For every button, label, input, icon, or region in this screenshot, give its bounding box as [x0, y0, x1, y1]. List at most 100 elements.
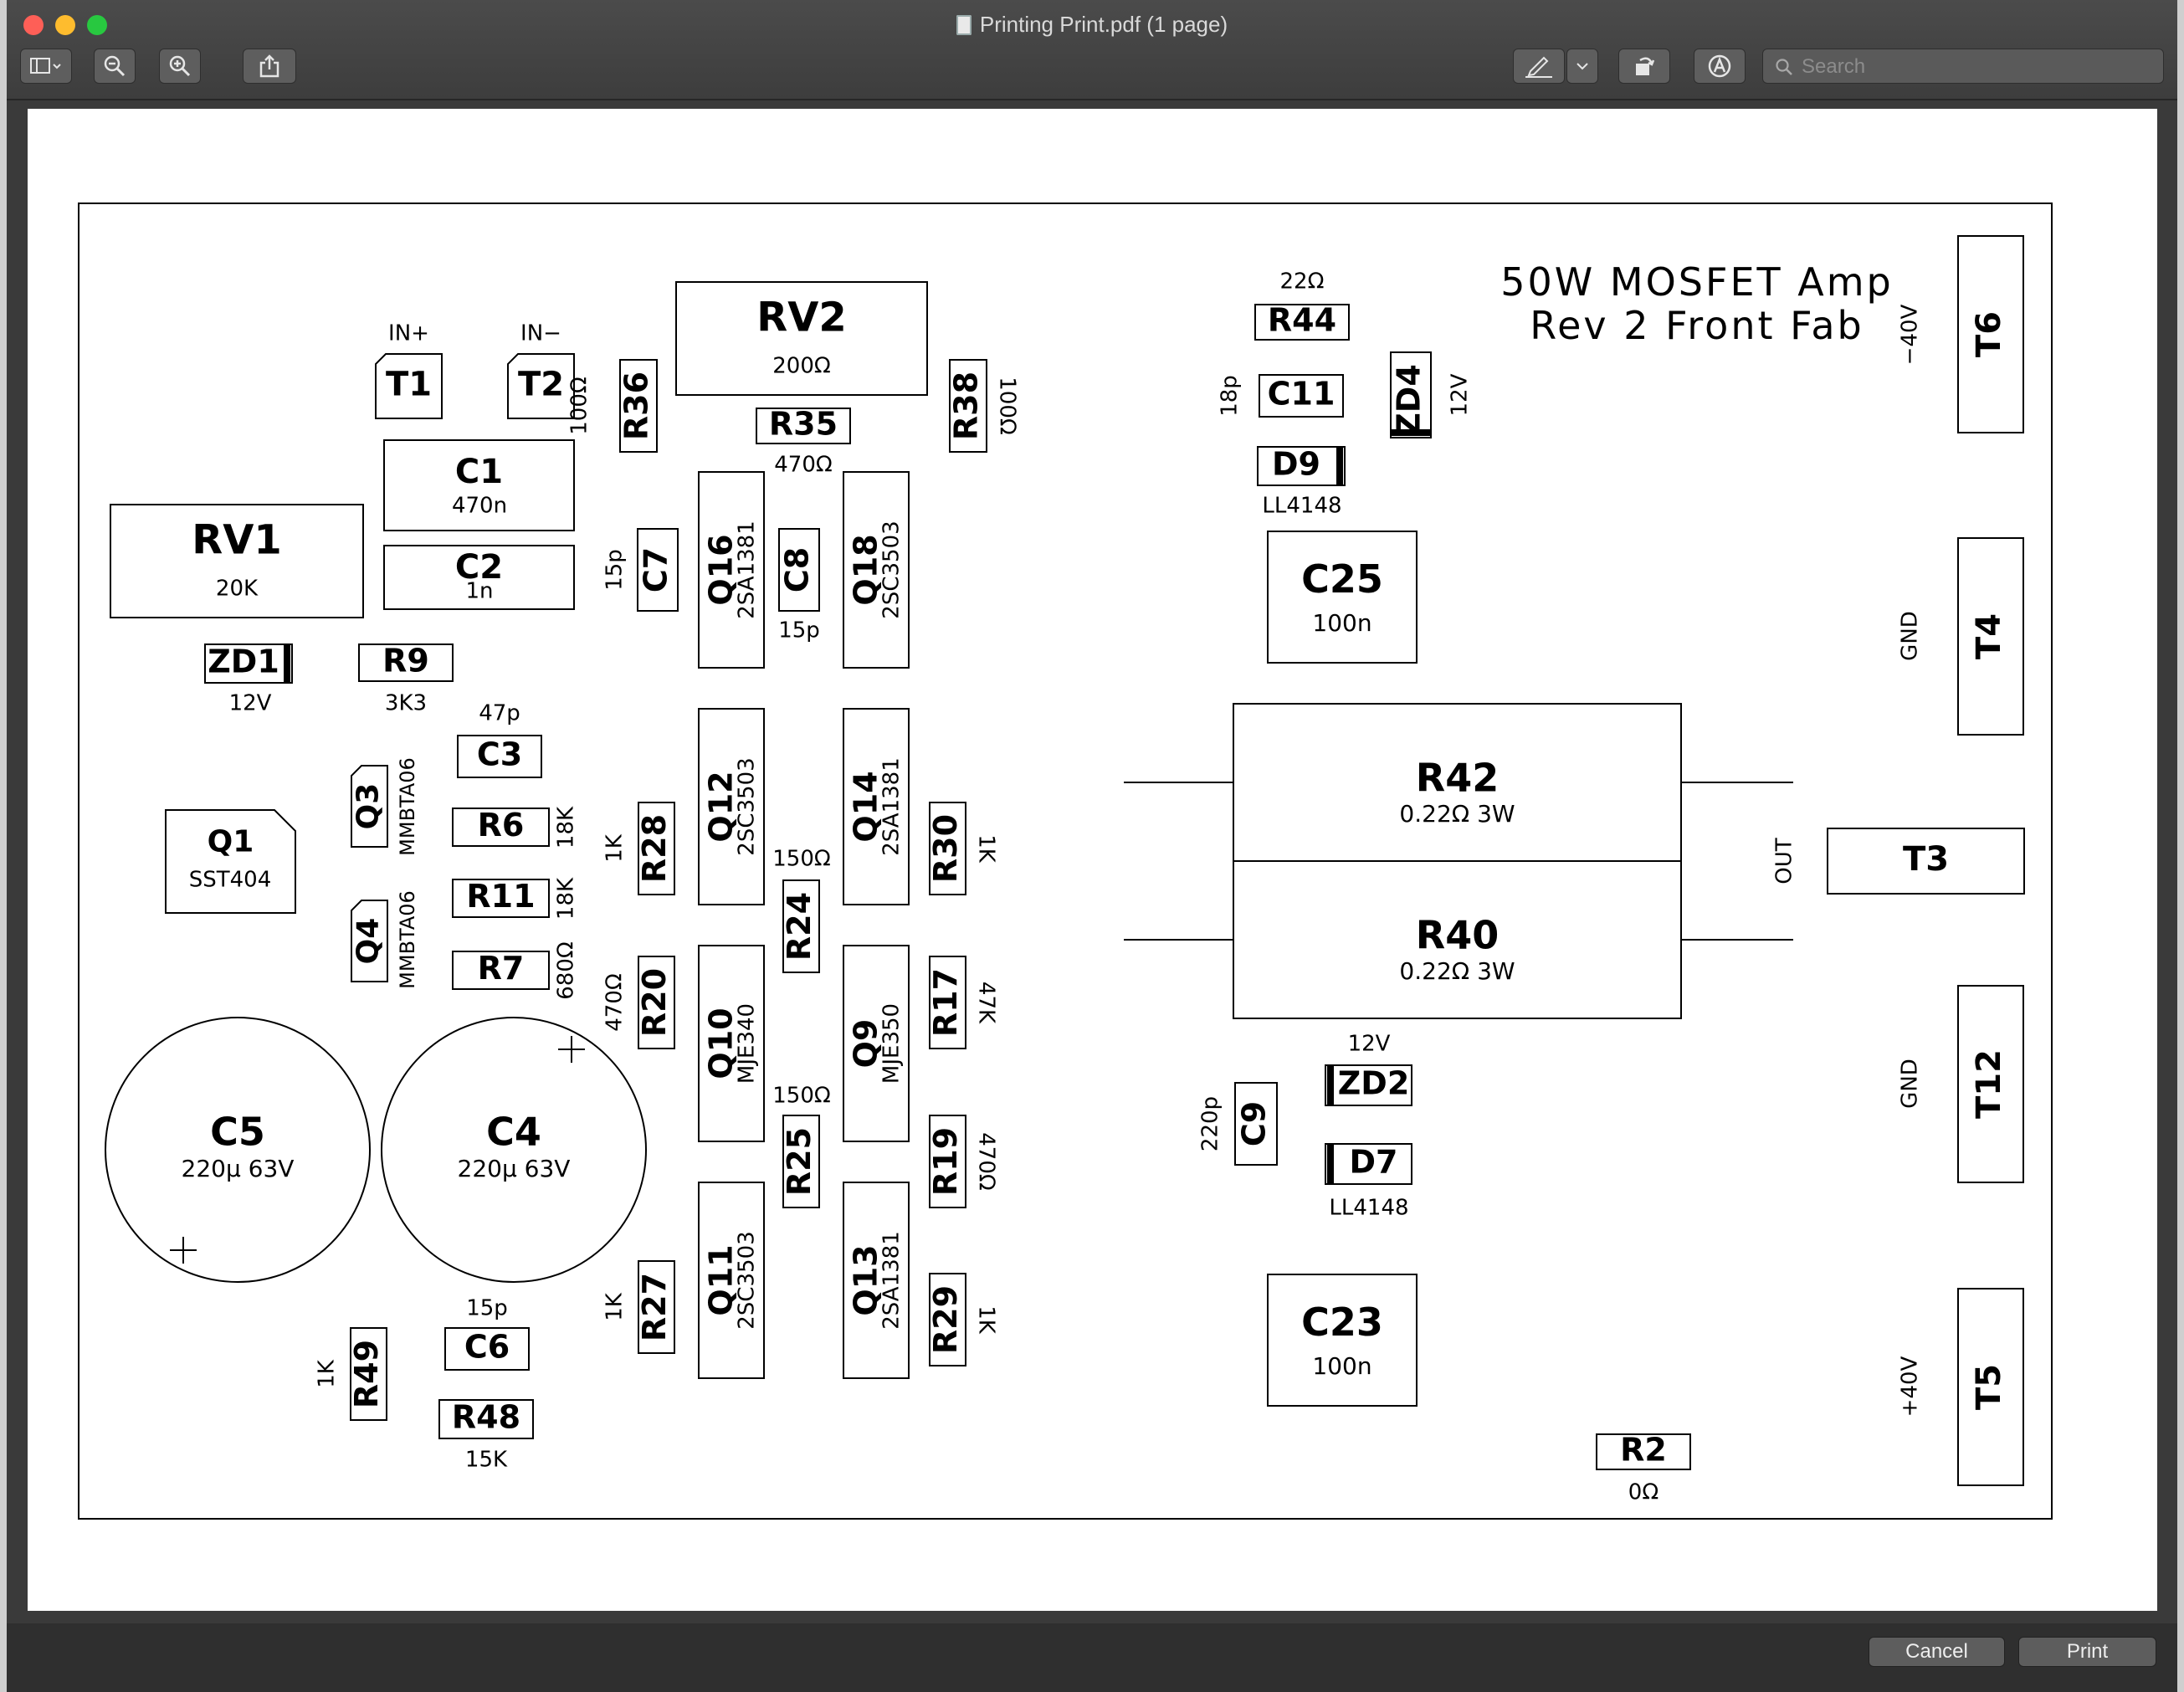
r2-outline [1596, 1433, 1691, 1470]
q16-outline [698, 471, 765, 669]
c4-ref: C4 [486, 1110, 541, 1155]
zd4-cathode-band [1391, 429, 1431, 436]
t12-ref: T12 [1970, 1049, 2008, 1119]
component-r11: R11 18K [452, 877, 579, 920]
zoom-out-button[interactable] [94, 49, 136, 84]
c5-ref: C5 [210, 1110, 265, 1155]
r35-ref: R35 [769, 406, 838, 443]
r27-outline [638, 1260, 675, 1354]
r6-outline [452, 808, 550, 847]
sidebar-toggle-button[interactable] [20, 49, 72, 84]
r30-outline [929, 802, 966, 895]
q11-ref: Q11 [703, 1244, 740, 1315]
zd2-cathode-band [1327, 1065, 1334, 1105]
r44-ref: R44 [1268, 302, 1336, 339]
t6-outline [1957, 235, 2024, 433]
r35-outline [756, 408, 851, 444]
q1-outline [165, 809, 296, 914]
r9-outline [358, 643, 454, 682]
r49-outline [350, 1327, 387, 1421]
c8-value: 15p [778, 618, 820, 643]
r49-value: 1K [315, 1359, 340, 1388]
d7-ref: D7 [1350, 1144, 1398, 1181]
share-button[interactable] [243, 49, 296, 84]
r11-value: 18K [554, 877, 579, 920]
r11-ref: R11 [466, 878, 535, 915]
c4-polarity-mark [558, 1036, 585, 1063]
zd2-outline [1325, 1064, 1412, 1106]
t5-value: +40V [1898, 1356, 1923, 1417]
c2-outline [383, 545, 575, 610]
t12-outline [1957, 985, 2024, 1183]
r7-outline [452, 951, 550, 990]
zd1-value: 12V [229, 691, 272, 716]
annotate-icon [1708, 54, 1731, 78]
c23-outline [1267, 1274, 1418, 1407]
markup-pen-button[interactable] [1513, 49, 1565, 84]
q14-value: 2SA1381 [879, 757, 905, 855]
q13-value: 2SA1381 [879, 1231, 905, 1329]
r2-value: 0Ω [1628, 1480, 1659, 1505]
rotate-button[interactable] [1618, 49, 1670, 84]
zoom-in-button[interactable] [159, 49, 201, 84]
t2-value: IN− [520, 321, 561, 346]
c7-value: 15p [602, 549, 628, 591]
t5-outline [1957, 1288, 2024, 1486]
r17-value: 47K [974, 982, 999, 1024]
c2-ref: C2 [455, 548, 503, 587]
component-r38: R38 100Ω [948, 359, 1020, 453]
component-t6: T6−40V [1898, 235, 2024, 433]
r20-ref: R20 [636, 968, 673, 1037]
r20-outline [638, 956, 675, 1049]
search-field[interactable] [1762, 49, 2164, 84]
d7-cathode-band [1327, 1144, 1334, 1184]
t1-outline [375, 353, 443, 419]
minimize-window-button[interactable] [55, 15, 75, 35]
c6-value: 15p [466, 1296, 508, 1321]
t5-ref: T5 [1970, 1364, 2008, 1410]
zd2-ref: ZD2 [1338, 1065, 1410, 1102]
cancel-button[interactable]: Cancel [1869, 1637, 2005, 1667]
c1-value: 470n [452, 494, 507, 519]
r27-value: 1K [602, 1292, 628, 1321]
close-window-button[interactable] [23, 15, 44, 35]
q11-outline [698, 1182, 765, 1379]
c9-outline [1234, 1082, 1278, 1166]
c2-value: 1n [465, 579, 493, 604]
r30-value: 1K [974, 834, 999, 864]
q18-ref: Q18 [848, 534, 884, 605]
c3-value: 47p [479, 701, 520, 726]
board-outline [78, 203, 2053, 1520]
zoom-window-button[interactable] [87, 15, 107, 35]
search-input[interactable] [1800, 53, 2155, 81]
c7-ref: C7 [638, 547, 674, 592]
r38-ref: R38 [948, 372, 985, 440]
r48-outline [438, 1399, 534, 1439]
r38-value: 100Ω [995, 377, 1020, 435]
print-button[interactable]: Print [2018, 1637, 2156, 1667]
r19-value: 470Ω [974, 1132, 999, 1191]
annotate-button[interactable] [1694, 49, 1746, 84]
markup-menu-button[interactable] [1566, 49, 1598, 84]
t6-value: −40V [1898, 304, 1923, 365]
